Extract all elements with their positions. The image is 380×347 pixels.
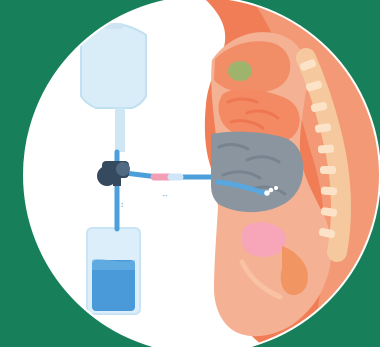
collection-bag-icon [87,228,140,314]
dialysate-fluid [211,132,303,213]
svg-text:↕: ↕ [120,200,124,209]
svg-text:↔: ↔ [161,190,169,199]
illustration-content: ↕ ↔ [24,0,380,347]
